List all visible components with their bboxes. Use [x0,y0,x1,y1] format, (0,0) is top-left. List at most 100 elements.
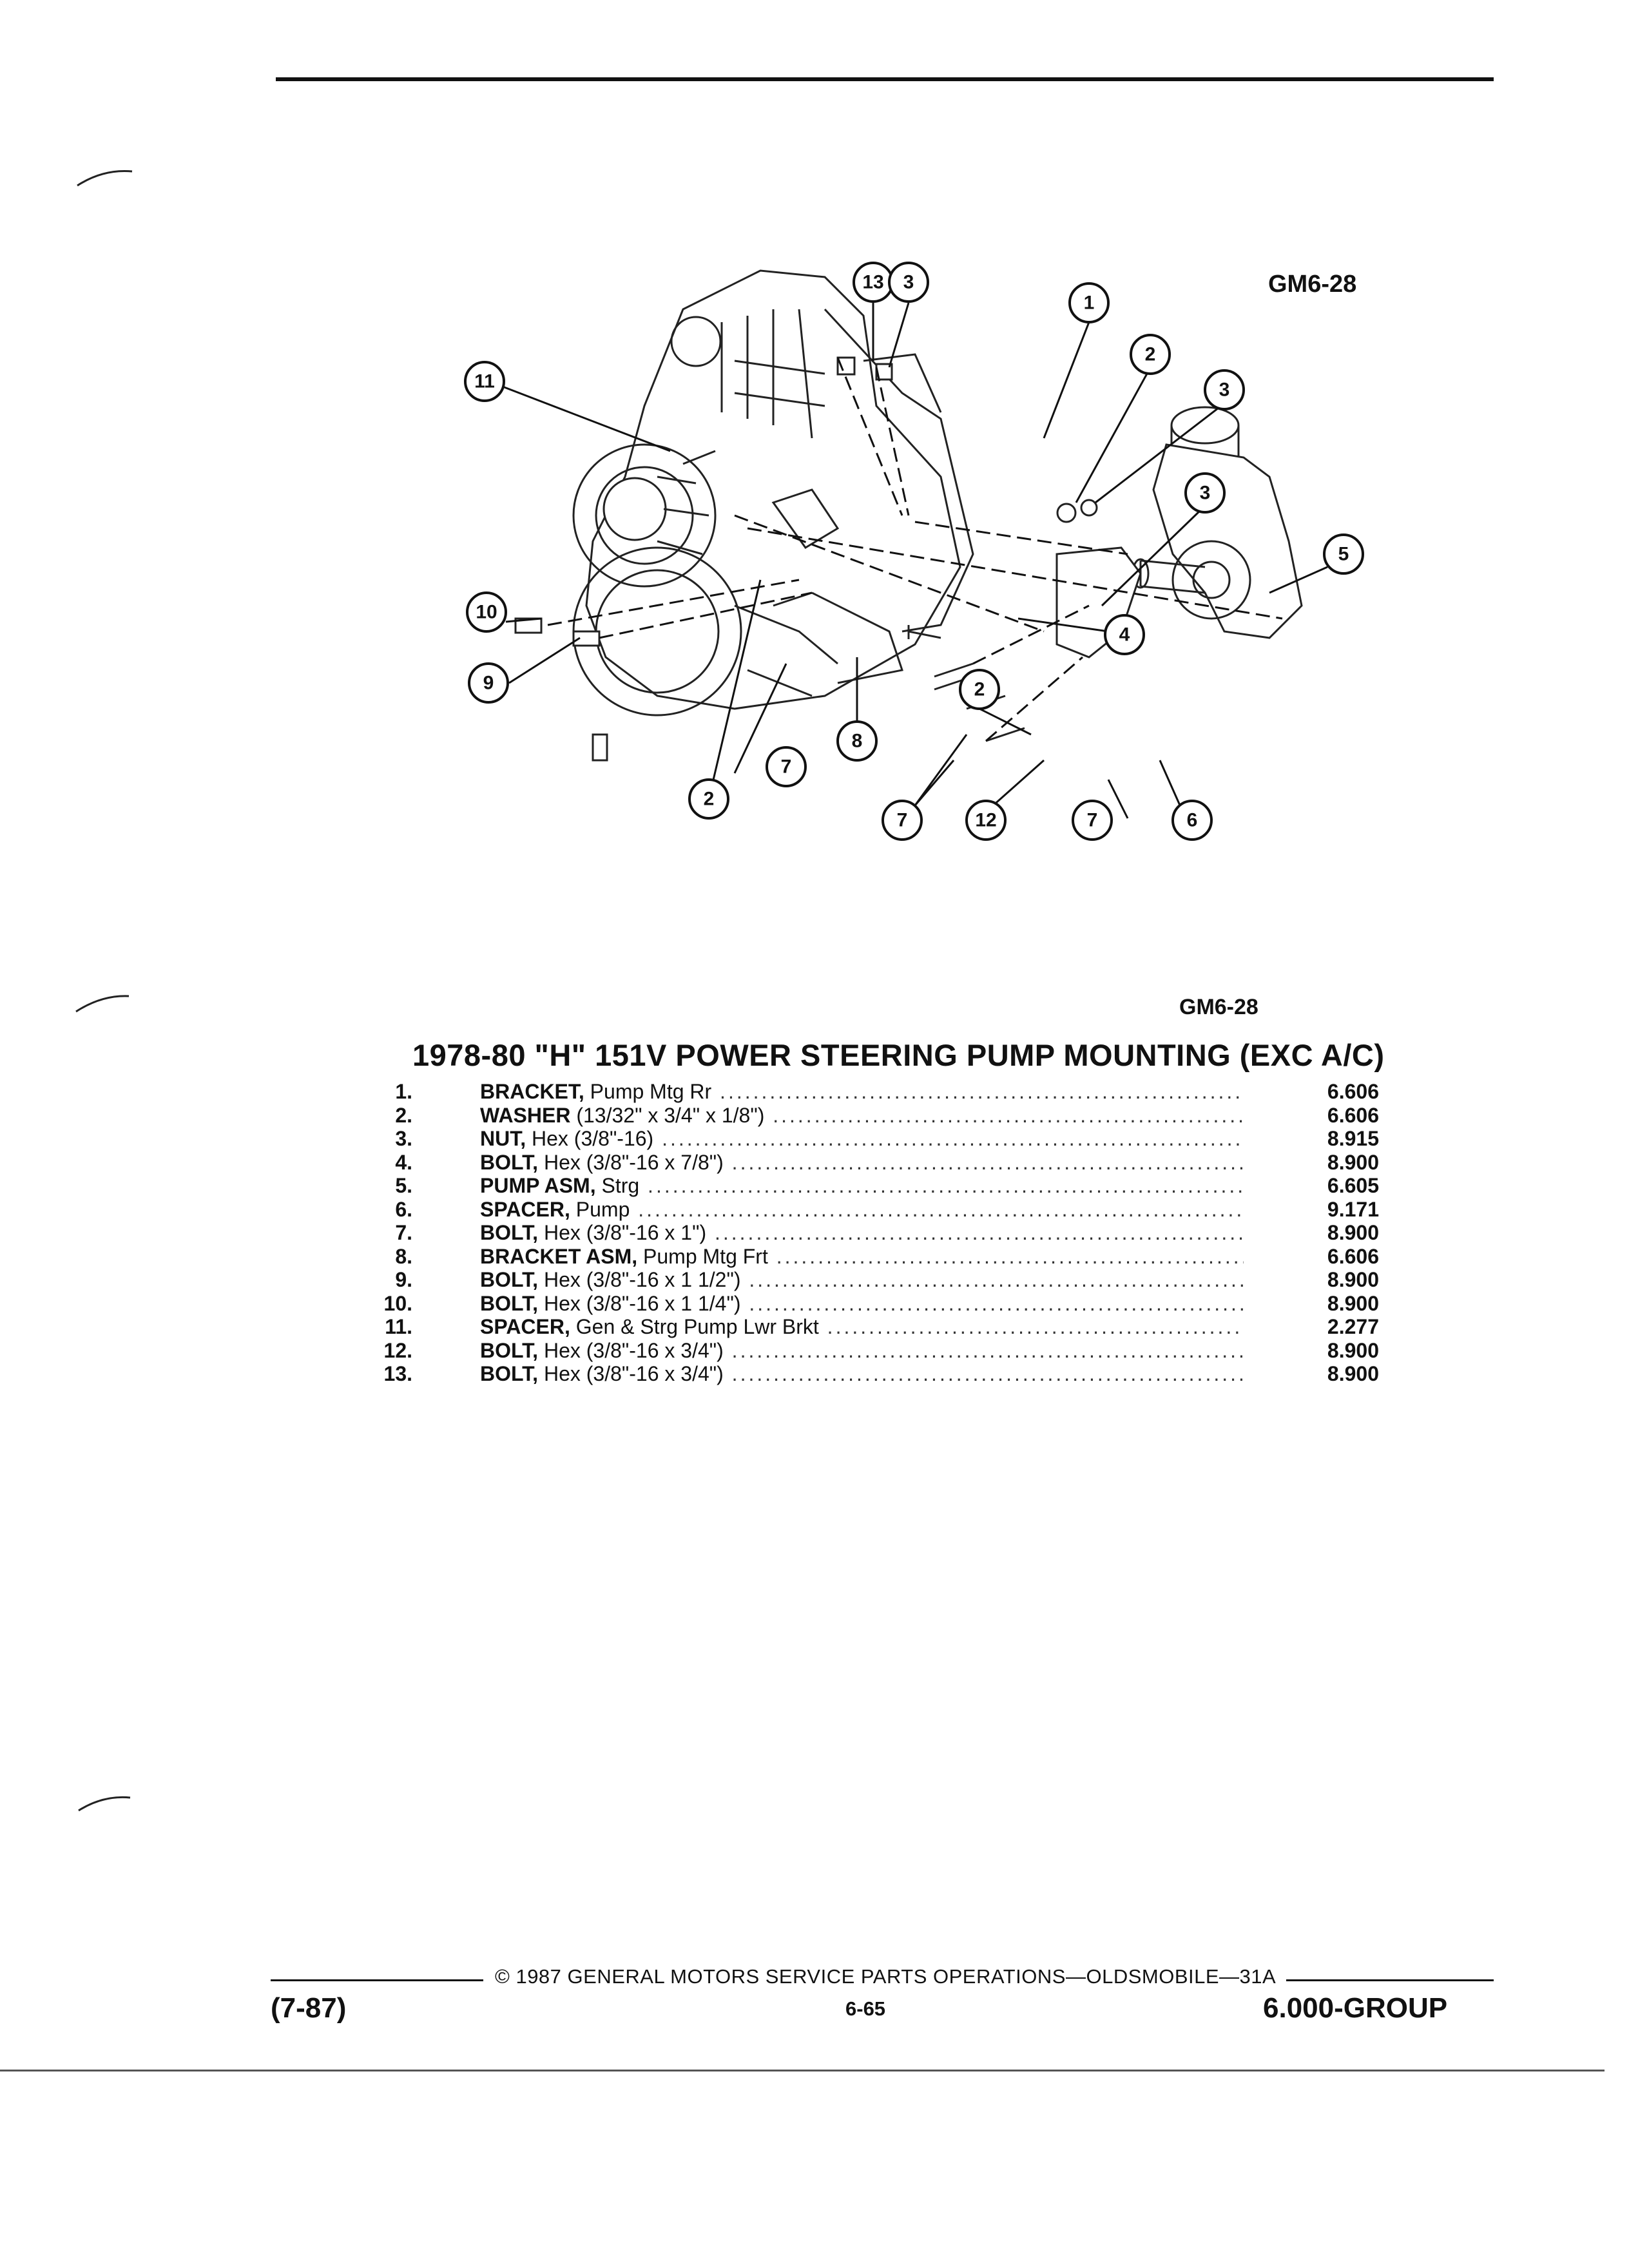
part-group-code: 6.606 [1327,1103,1379,1127]
leader-dots: ........................................… [773,1103,1244,1127]
part-description: BOLT, Hex (3/8"-16 x 3/4") .............… [480,1339,1244,1362]
callout-13: 13 [853,262,894,303]
part-detail: Pump [575,1197,630,1221]
bottom-rule [0,2070,1605,2071]
part-description: PUMP ASM, Strg .........................… [480,1174,1244,1197]
parts-list-row: 6. SPACER, Pump .........................… [361,1198,1379,1222]
part-description: BRACKET ASM, Pump Mtg Frt ..............… [480,1245,1244,1268]
parts-list-row: 4.BOLT, Hex (3/8"-16 x 7/8") ...........… [361,1151,1379,1175]
part-name: BRACKET, [480,1080,584,1103]
part-detail: Pump Mtg Frt [643,1244,768,1268]
svg-text:6: 6 [1187,810,1198,831]
part-detail: Pump Mtg Rr [590,1080,712,1103]
part-number: 11. [385,1315,412,1338]
engine-block-illustration [572,269,974,716]
part-number: 13. [383,1362,412,1385]
part-group-code: 2.277 [1327,1315,1379,1338]
part-number: 10. [383,1291,412,1315]
parts-list-row: 12.BOLT, Hex (3/8"-16 x 3/4") ..........… [361,1339,1379,1363]
alignment-lines [547,357,1283,742]
part-detail: Hex (3/8"-16 x 7/8") [543,1150,724,1174]
parts-list-row: 2.WASHER (13/32" x 3/4" x 1/8") ........… [361,1104,1379,1128]
part-detail: Hex (3/8"-16 x 1 1/4") [543,1291,741,1315]
part-description: BOLT, Hex (3/8"-16 x 1 1/4") ...........… [480,1292,1244,1315]
footer-rule-left [271,1979,483,1981]
part-description: WASHER (13/32" x 3/4" x 1/8") ..........… [480,1104,1244,1127]
leader-dots: ........................................… [827,1315,1244,1338]
svg-text:12: 12 [975,810,996,831]
part-description: BOLT, Hex (3/8"-16 x 1 1/2") ...........… [480,1268,1244,1291]
svg-text:5: 5 [1338,544,1349,565]
part-group-code: 9.171 [1327,1197,1379,1221]
svg-text:2: 2 [974,679,985,700]
part-number: 5. [395,1174,412,1197]
part-group-code: 8.900 [1327,1221,1379,1244]
part-detail: Hex (3/8"-16 x 3/4") [543,1362,724,1385]
svg-text:1: 1 [1084,293,1095,314]
part-detail: Hex (3/8"-16 x 1 1/2") [543,1268,741,1291]
page-title: 1978-80 "H" 151V POWER STEERING PUMP MOU… [412,1038,1385,1072]
svg-text:11: 11 [474,371,495,392]
leader-dots: ........................................… [731,1150,1244,1174]
svg-text:7: 7 [1087,810,1098,831]
part-detail: Hex (3/8"-16 x 1") [543,1221,707,1244]
part-number: 8. [395,1244,412,1268]
callout-7-left: 7 [766,746,807,787]
part-detail: Hex (3/8"-16 x 3/4") [543,1338,724,1362]
part-number: 3. [395,1127,412,1150]
footer-group: 6.000-GROUP [1263,1992,1448,2024]
power-steering-pump-illustration [1055,406,1303,658]
leader-dots: ........................................… [662,1127,1244,1150]
part-name: BOLT, [480,1362,539,1385]
margin-mark-1 [77,170,133,187]
callout-4: 4 [1104,614,1145,655]
margin-mark-3 [78,1796,131,1812]
part-detail: Strg [601,1174,640,1197]
callout-5: 5 [1323,533,1364,575]
leader-dots: ........................................… [776,1244,1244,1268]
part-name: BOLT, [480,1268,539,1291]
svg-text:8: 8 [852,731,863,752]
leader-lines [502,302,1328,819]
leader-dots: ........................................… [731,1362,1244,1385]
part-description: BRACKET, Pump Mtg Rr ...................… [480,1080,1244,1103]
part-description: SPACER, Pump ...........................… [480,1198,1244,1221]
parts-list-row: 5. PUMP ASM, Strg .......................… [361,1174,1379,1198]
part-number: 6. [395,1197,412,1221]
svg-text:2: 2 [1145,344,1156,365]
parts-list-row: 13. BOLT, Hex (3/8"-16 x 3/4") ..........… [361,1362,1379,1386]
leader-dots: ........................................… [731,1338,1244,1362]
part-name: BOLT, [480,1221,539,1244]
part-description: BOLT, Hex (3/8"-16 x 3/4") .............… [480,1362,1244,1385]
part-name: BOLT, [480,1291,539,1315]
svg-text:2: 2 [704,789,715,810]
figure-code-top: GM6-28 [1268,271,1357,298]
bolt-illustrations [514,356,1098,762]
parts-list: 1.BRACKET, Pump Mtg Rr .................… [361,1080,1379,1386]
parts-list-row: 1.BRACKET, Pump Mtg Rr .................… [361,1080,1379,1104]
callout-3-mid: 3 [1184,472,1226,514]
part-detail: Gen & Strg Pump Lwr Brkt [575,1315,819,1338]
svg-text:3: 3 [1219,380,1230,401]
footer-date: (7-87) [271,1992,347,2024]
callout-12: 12 [965,800,1007,841]
svg-text:7: 7 [897,810,908,831]
svg-text:3: 3 [1200,483,1211,504]
callout-6: 6 [1171,800,1213,841]
callout-7-bottom: 7 [882,800,923,841]
callout-7-right: 7 [1072,800,1113,841]
parts-list-row: 7.BOLT, Hex (3/8"-16 x 1") .............… [361,1221,1379,1245]
callout-11: 11 [464,361,505,402]
leader-dots: ........................................… [638,1197,1244,1221]
margin-mark-2 [75,995,130,1013]
footer-copyright: © 1987 GENERAL MOTORS SERVICE PARTS OPER… [495,1965,1277,1988]
top-rule [276,77,1494,81]
part-name: SPACER, [480,1315,570,1338]
part-description: BOLT, Hex (3/8"-16 x 7/8") .............… [480,1151,1244,1174]
part-detail: Hex (3/8"-16) [532,1127,654,1150]
callout-10: 10 [466,591,507,633]
part-group-code: 8.915 [1327,1127,1379,1150]
leader-dots: ........................................… [749,1291,1244,1315]
callout-8: 8 [836,720,878,762]
svg-text:10: 10 [476,602,497,623]
